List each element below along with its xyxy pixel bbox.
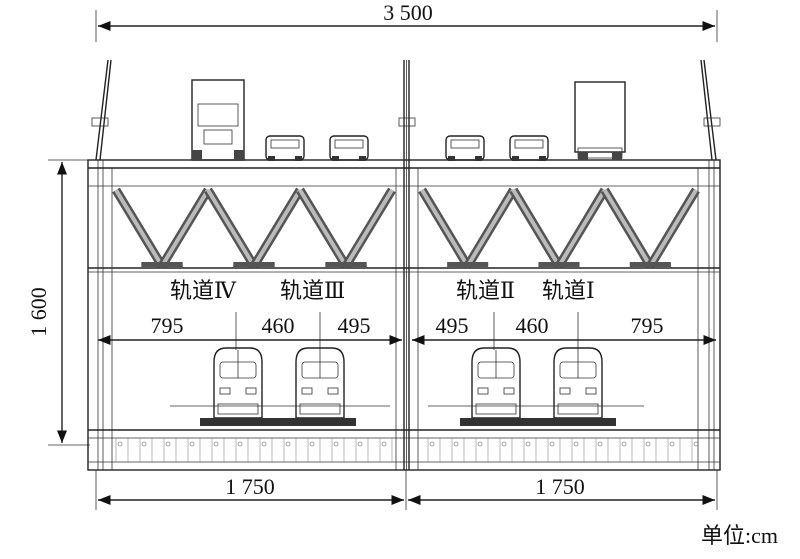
upper-deck-vehicles bbox=[191, 79, 626, 161]
spacing-left-2: 460 bbox=[262, 313, 295, 338]
spacing-right-2: 460 bbox=[516, 313, 549, 338]
pylons bbox=[91, 59, 721, 470]
track-4-label: 轨道Ⅳ bbox=[170, 278, 237, 303]
train-1 bbox=[213, 347, 263, 419]
truss-diagonals bbox=[112, 187, 700, 269]
half-width-right-label: 1 750 bbox=[535, 474, 585, 499]
height-dimension: 1 600 bbox=[26, 159, 90, 446]
track-labels: 轨道Ⅳ 轨道Ⅲ 轨道Ⅱ 轨道Ⅰ bbox=[170, 278, 595, 303]
truck-right bbox=[574, 81, 626, 160]
track-1-label: 轨道Ⅰ bbox=[542, 278, 595, 303]
train-3 bbox=[471, 347, 521, 419]
total-width-label: 3 500 bbox=[383, 0, 433, 25]
truck-left bbox=[191, 79, 245, 161]
spacing-left-1: 795 bbox=[151, 313, 184, 338]
car-3 bbox=[445, 135, 485, 161]
spacing-left-3: 495 bbox=[338, 313, 371, 338]
car-1 bbox=[265, 135, 305, 161]
car-4 bbox=[509, 135, 549, 161]
spacing-right-1: 495 bbox=[436, 313, 469, 338]
car-2 bbox=[329, 135, 369, 161]
train-4 bbox=[553, 347, 603, 419]
truss-girder bbox=[87, 159, 721, 471]
track-spacing-dimension: 795 460 495 495 460 795 bbox=[98, 312, 716, 350]
half-width-left-label: 1 750 bbox=[225, 474, 275, 499]
bottom-dimension: 1 750 1 750 bbox=[95, 470, 718, 510]
total-height-label: 1 600 bbox=[26, 287, 51, 337]
train-2 bbox=[295, 347, 345, 419]
spacing-right-3: 795 bbox=[631, 313, 664, 338]
lower-deck-trains bbox=[213, 347, 603, 419]
track-3-label: 轨道Ⅲ bbox=[280, 278, 345, 303]
unit-label: 单位:cm bbox=[701, 523, 778, 548]
track-2-label: 轨道Ⅱ bbox=[456, 278, 515, 303]
track-beds bbox=[170, 405, 644, 426]
top-dimension: 3 500 bbox=[95, 0, 718, 42]
